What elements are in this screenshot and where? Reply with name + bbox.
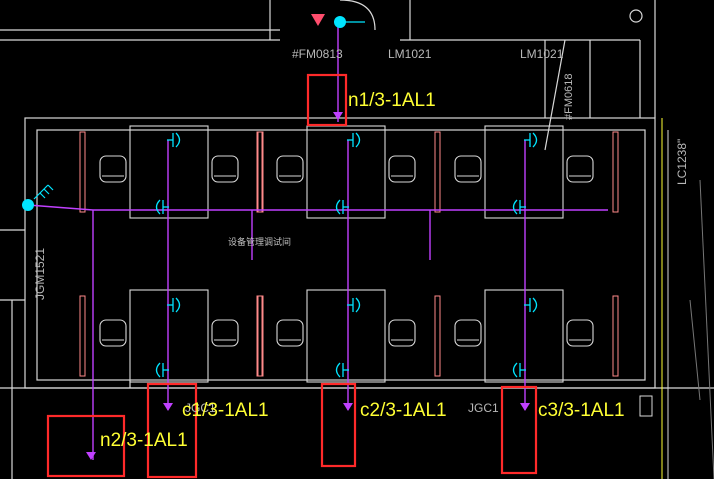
chair: [211, 319, 239, 347]
chair: [99, 319, 127, 347]
desk-support: [256, 131, 263, 213]
window-label-jgc1-b: JGC1: [468, 401, 499, 415]
desk-support: [434, 295, 441, 377]
desk-support: [612, 295, 619, 377]
workstations: [79, 125, 619, 383]
socket-icon: [355, 297, 361, 313]
desk: [129, 125, 209, 219]
door-label-fm0618: #FM0618: [563, 74, 575, 120]
desk: [306, 125, 386, 219]
corner-mark: [639, 395, 653, 417]
window-label-lc1238: LC1238": [675, 139, 689, 185]
circuit-label-c2: c2/3-1AL1: [360, 400, 447, 421]
chair: [276, 155, 304, 183]
desk-support: [79, 131, 86, 213]
chair: [566, 155, 594, 183]
socket-icon: [355, 132, 361, 148]
socket-icon: [512, 362, 518, 378]
socket-icon: [532, 297, 538, 313]
ceiling-fixtures: [22, 14, 365, 211]
socket-icon: [155, 362, 161, 378]
socket-icon: [155, 199, 161, 215]
desk-support: [434, 131, 441, 213]
chair: [388, 319, 416, 347]
highlight-boxes: [46, 73, 538, 479]
socket-icon: [175, 297, 181, 313]
desk-support: [434, 131, 441, 213]
desk: [129, 289, 209, 383]
socket-icon: [335, 362, 341, 378]
circuit-label-c1: c1/3-1AL1: [182, 400, 269, 421]
desk-support: [79, 295, 86, 377]
chair: [454, 319, 482, 347]
door-label-lm1021-b: LM1021: [520, 47, 564, 61]
circuit-label-c3: c3/3-1AL1: [538, 400, 625, 421]
desk: [484, 125, 564, 219]
desk-support: [434, 295, 441, 377]
socket-icon: [512, 199, 518, 215]
wiring: [27, 20, 608, 460]
door-label-lm1021-a: LM1021: [388, 47, 432, 61]
socket-icon: [335, 199, 341, 215]
chair: [276, 319, 304, 347]
chair: [454, 155, 482, 183]
circuit-label-n1: n1/3-1AL1: [348, 90, 436, 111]
socket-icon: [175, 132, 181, 148]
window-label-jgc1-a: JGC1: [185, 401, 216, 415]
desk: [306, 289, 386, 383]
chair: [99, 155, 127, 183]
desk-support: [612, 131, 619, 213]
chair: [566, 319, 594, 347]
room-name: 设备管理调试间: [228, 236, 291, 248]
chair: [211, 155, 239, 183]
desk-support: [256, 295, 263, 377]
socket-icon: [532, 132, 538, 148]
chair: [388, 155, 416, 183]
circuit-label-n2: n2/3-1AL1: [100, 430, 188, 451]
door-label-jgm1521: JGM1521: [33, 248, 47, 300]
circuit-terminals: [86, 112, 530, 460]
door-label-fm0813: #FM0813: [292, 47, 343, 61]
sockets: [155, 132, 538, 378]
desk: [484, 289, 564, 383]
